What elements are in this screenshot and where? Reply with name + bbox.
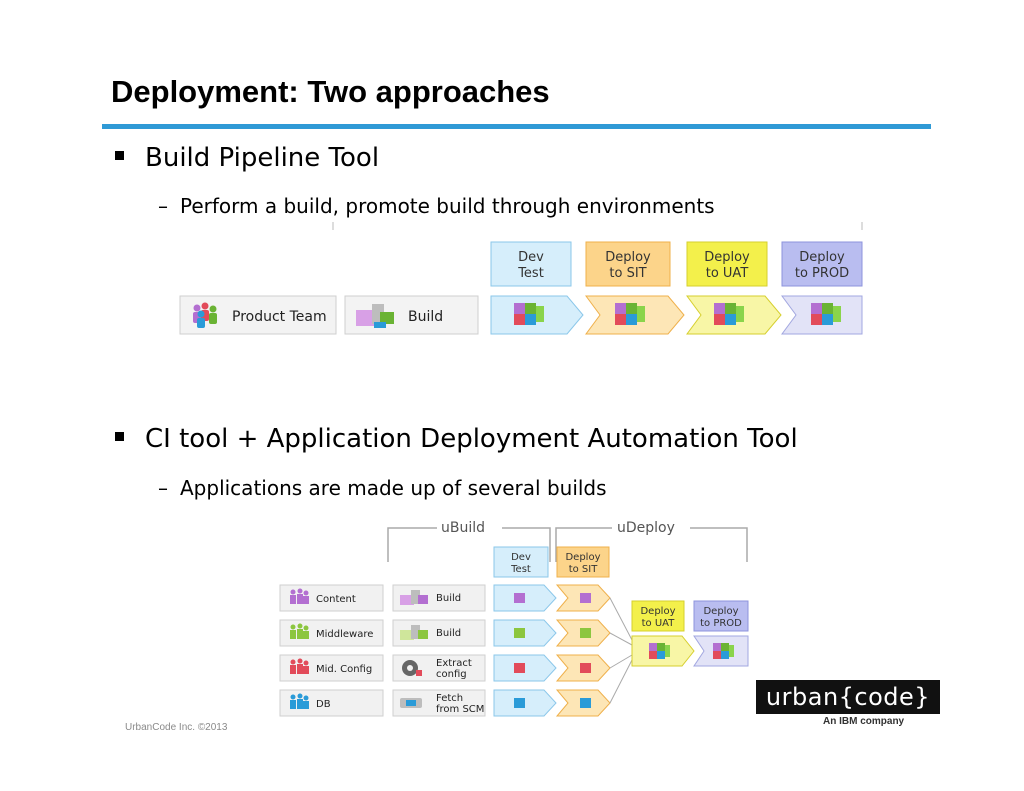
udeploy-label: uDeploy (617, 520, 675, 536)
dash-icon: – (158, 194, 168, 218)
stage-label: to UAT (706, 266, 749, 281)
stage-header-dev-test (490, 241, 572, 287)
stage-label: to UAT (642, 618, 676, 629)
stage-header-deploy-uat (631, 600, 685, 632)
bullet-square-icon (115, 151, 124, 160)
stage-label: to SIT (569, 564, 599, 575)
gear-icon (402, 660, 422, 676)
step-box-extract-config (392, 654, 486, 682)
ubuild-label: uBuild (441, 520, 485, 536)
package-cube-icon (580, 698, 591, 708)
fetch-icon (400, 698, 422, 708)
build-machine-icon (356, 304, 394, 328)
bullet-1: Build Pipeline Tool (115, 143, 379, 173)
sub-bullet-2-text: Applications are made up of several buil… (180, 476, 607, 500)
package-cube-icon (514, 303, 544, 325)
package-cube-icon (580, 593, 591, 603)
bullet-2-text: CI tool + Application Deployment Automat… (145, 424, 798, 454)
stage-header-deploy-prod (693, 600, 749, 632)
people-icon (290, 693, 309, 709)
people-icon (193, 302, 217, 328)
people-icon (290, 588, 309, 604)
step-label: Fetch (436, 693, 463, 704)
build-label: Build (408, 309, 443, 325)
pipeline-diagram-2: uBuild uDeploy Dev Test Deploy to SIT De… (279, 520, 749, 717)
package-cube-icon (514, 628, 525, 638)
sub-bullet-2: –Applications are made up of several bui… (158, 476, 607, 500)
product-team-box: Product Team (179, 295, 337, 335)
package-cube-icon (649, 643, 670, 659)
stage-label: Dev (518, 250, 544, 265)
stage-label: Test (510, 564, 531, 575)
package-cube-icon (580, 663, 591, 673)
stage-header-deploy-prod (781, 241, 863, 287)
team-label: Middleware (316, 629, 373, 640)
sub-bullet-1: –Perform a build, promote build through … (158, 194, 715, 218)
step-label: Extract (436, 658, 472, 669)
step-label: Build (436, 593, 461, 604)
stage-label: Deploy (605, 250, 651, 265)
people-icon (290, 658, 309, 674)
stage-label: to PROD (795, 266, 849, 281)
stage-label: Dev (511, 552, 531, 563)
step-label: from SCM (436, 704, 484, 715)
step-box-build (392, 619, 486, 647)
logo-subtext: An IBM company (823, 716, 905, 727)
stage-label: Deploy (565, 552, 600, 563)
dash-icon: – (158, 476, 168, 500)
bullet-square-icon (115, 432, 124, 441)
step-label: Build (436, 628, 461, 639)
package-cube-icon (514, 663, 525, 673)
pipeline1-stages: Dev Test Deploy to SIT Deploy to UAT Dep… (490, 241, 863, 335)
stage-label: Deploy (640, 606, 675, 617)
stage-header-deploy-sit (556, 546, 610, 578)
build-machine-icon (400, 590, 428, 605)
package-cube-icon (811, 303, 841, 325)
stage-label: Deploy (799, 250, 845, 265)
package-cube-icon (514, 593, 525, 603)
urbancode-logo: urban{code} (756, 680, 940, 714)
stage-header-deploy-sit (585, 241, 671, 287)
package-cube-icon (514, 698, 525, 708)
team-label: Content (316, 594, 356, 605)
slide-title: Deployment: Two approaches (111, 74, 550, 109)
stage-label: Deploy (703, 606, 738, 617)
sub-bullet-1-text: Perform a build, promote build through e… (180, 194, 715, 218)
package-cube-icon (580, 628, 591, 638)
package-cube-icon (713, 643, 734, 659)
stage-label: Deploy (704, 250, 750, 265)
stage-label: Test (517, 266, 544, 281)
people-icon (290, 623, 309, 639)
package-cube-icon (615, 303, 645, 325)
product-team-label: Product Team (232, 309, 327, 325)
stage-label: to SIT (609, 266, 646, 281)
team-label: Mid. Config (316, 664, 372, 675)
build-machine-icon (400, 625, 428, 640)
bullet-1-text: Build Pipeline Tool (145, 143, 380, 173)
step-label: config (436, 669, 467, 680)
build-box: Build (344, 295, 479, 335)
title-underline (102, 124, 931, 129)
bullet-2: CI tool + Application Deployment Automat… (115, 424, 798, 454)
stage-header-dev-test (493, 546, 549, 578)
package-cube-icon (714, 303, 744, 325)
footer-copyright: UrbanCode Inc. ©2013 (125, 722, 228, 733)
stage-label: to PROD (700, 618, 742, 629)
team-label: DB (316, 699, 331, 710)
stage-header-deploy-uat (686, 241, 768, 287)
